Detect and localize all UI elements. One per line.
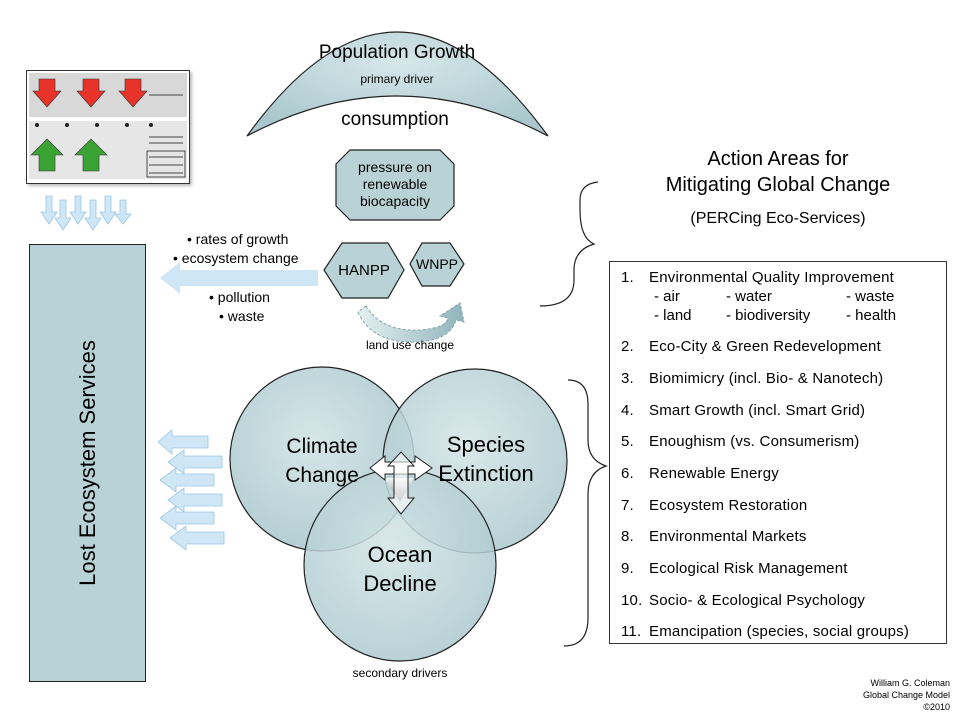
action-item-num: 9. [621,560,634,577]
wnpp-shape [409,242,465,287]
sub-item-land: - land [654,307,692,324]
sub-item-water: - water [726,288,772,305]
action-item-num: 5. [621,433,634,450]
action-item-5: 5. Enoughism (vs. Consumerism) [621,433,859,450]
action-item-num: 11. [621,623,642,640]
action-item-label: Environmental Markets [649,528,807,545]
lost-ecosystem-services-label: Lost Ecosystem Services [74,340,100,586]
climate-line-1: Climate [286,435,358,458]
pressure-octagon [335,149,455,221]
sub-item-biodiversity: - biodiversity [726,307,811,324]
population-dome [246,31,549,137]
impact-waste: • waste [219,308,265,324]
venn-left-arrows [157,429,225,551]
species-line-1: Species [446,432,526,457]
action-item-label: Environmental Quality Improvement [649,269,895,286]
species-line-2: Extinction [438,461,534,486]
action-areas-list: 1. Environmental Quality Improvement - ai… [609,261,947,644]
lost-ecosystem-services-bar: Lost Ecosystem Services [29,244,146,682]
action-item-2: 2. Eco-City & Green Redevelopment [621,338,881,355]
credits: William G. Coleman Global Change Model ©… [790,677,950,713]
action-item-label: Ecological Risk Management [649,560,848,577]
action-item-label: Socio- & Ecological Psychology [649,592,866,609]
thumbnail-connectors [35,123,153,127]
population-subtitle: primary driver [360,72,434,86]
green-up-arrows [30,138,108,172]
wnpp-label: WNPP [416,256,458,272]
land-use-change-label: land use change [365,338,455,352]
ocean-decline-label: Ocean Decline [334,540,466,598]
pressure-label: pressure on renewable biocapacity [336,159,454,210]
credits-year: ©2010 [923,702,950,712]
secondary-drivers-label: secondary drivers [352,666,448,680]
pressure-line-3: biocapacity [359,193,431,209]
credits-author: William G. Coleman [870,678,950,688]
lower-brace [563,379,608,647]
pressure-line-1: pressure on [358,159,432,175]
action-item-8: 8. Environmental Markets [621,528,807,545]
thumbnail-graphic [29,73,187,179]
ecological-footprint-thumbnail [26,70,190,184]
impact-ecosystem-change: • ecosystem change [173,250,299,266]
down-arrows [40,195,132,231]
action-areas-title: Action Areas for Mitigating Global Chang… [620,146,936,198]
climate-change-label: Climate Change [256,432,388,490]
action-item-label: Enoughism (vs. Consumerism) [649,433,860,450]
species-extinction-label: Species Extinction [420,430,552,488]
action-item-num: 4. [621,402,634,419]
land-use-loop-arrow [357,302,465,343]
action-areas-title-line-2: Mitigating Global Change [665,174,891,196]
action-item-9: 9. Ecological Risk Management [621,560,848,577]
action-item-4: 4. Smart Growth (incl. Smart Grid) [621,402,865,419]
red-down-arrows [32,78,148,108]
credits-model: Global Change Model [862,690,950,700]
action-item-1: 1. Environmental Quality Improvement [621,269,894,286]
impact-rates-of-growth: • rates of growth [187,231,289,247]
ocean-line-1: Ocean [367,542,433,567]
upper-brace [539,181,599,307]
action-item-3: 3. Biomimicry (incl. Bio- & Nanotech) [621,370,883,387]
action-item-num: 3. [621,370,634,387]
action-item-num: 10. [621,592,643,609]
consumption-label: consumption [341,109,449,130]
action-item-label: Emancipation (species, social groups) [649,623,910,640]
action-item-label: Smart Growth (incl. Smart Grid) [649,402,866,419]
action-item-num: 2. [621,338,634,355]
action-item-num: 8. [621,528,634,545]
population-title: Population Growth [318,42,476,63]
action-item-num: 1. [621,269,634,286]
pressure-line-2: renewable [362,176,428,192]
action-item-num: 6. [621,465,634,482]
impact-pollution: • pollution [209,289,270,305]
sub-item-air: - air [654,288,680,305]
action-item-label: Eco-City & Green Redevelopment [649,338,881,355]
impact-arrow [160,262,318,294]
action-item-num: 7. [621,497,634,514]
action-areas-title-line-1: Action Areas for [707,148,849,170]
vertical-double-arrow [386,451,416,515]
action-item-10: 10. Socio- & Ecological Psychology [621,592,865,609]
hanpp-label: HANPP [338,262,390,279]
sub-item-health: - health [846,307,897,324]
action-areas-subtitle: (PERCing Eco-Services) [690,210,866,227]
action-item-label: Renewable Energy [649,465,779,482]
climate-line-2: Change [285,464,359,487]
hanpp-shape [323,242,405,299]
action-item-6: 6. Renewable Energy [621,465,779,482]
action-item-label: Biomimicry (incl. Bio- & Nanotech) [649,370,884,387]
sub-item-waste: - waste [846,288,895,305]
action-item-label: Ecosystem Restoration [649,497,808,514]
action-item-11: 11. Emancipation (species, social groups) [621,623,909,640]
ocean-line-2: Decline [363,571,437,596]
action-item-7: 7. Ecosystem Restoration [621,497,807,514]
